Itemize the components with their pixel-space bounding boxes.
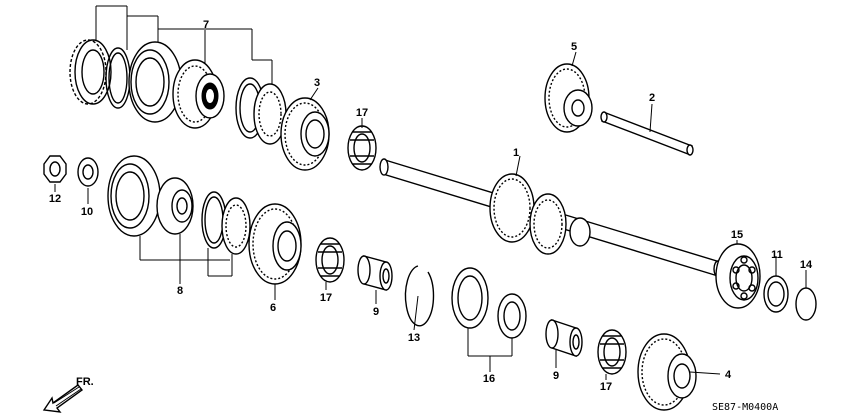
- callout-7: 7: [203, 19, 209, 31]
- leader-lines: [54, 30, 807, 380]
- callout-2: 2: [649, 92, 655, 104]
- ring-top-thin: [105, 47, 131, 109]
- callout-4: 4: [725, 369, 732, 381]
- needle-bearing-17-lower: [597, 329, 627, 375]
- ball-bearing-part-15: [715, 243, 761, 309]
- callout-5: 5: [571, 41, 577, 53]
- collar-part-9-middle: [357, 255, 393, 291]
- callout-11: 11: [771, 249, 783, 261]
- callout-9-middle: 9: [373, 306, 379, 318]
- bracket-group-7: [95, 5, 273, 88]
- collar-part-9-lower: [545, 319, 583, 357]
- needle-bearing-17-middle: [315, 237, 345, 283]
- gear-part-6: [248, 203, 302, 285]
- callout-13: 13: [408, 332, 420, 344]
- locknut-part-12: [43, 155, 67, 183]
- callout-14: 14: [800, 259, 813, 271]
- washer-part-11: [763, 275, 789, 313]
- washer-part-10: [77, 157, 99, 187]
- needle-bearing-17-top: [347, 125, 377, 171]
- sleeve-lower: [107, 155, 161, 237]
- snap-ring-part-14: [795, 287, 817, 321]
- callout-12: 12: [49, 193, 61, 205]
- sleeve-part-16: [451, 267, 527, 357]
- callout-17-middle: 17: [320, 292, 332, 304]
- pin-part-2: [600, 111, 694, 156]
- mainshaft-part-1: [379, 158, 723, 278]
- sleeve-top: [128, 41, 182, 123]
- gear-part-4: [637, 333, 697, 411]
- direction-label: FR.: [76, 376, 94, 388]
- callout-8: 8: [177, 285, 183, 297]
- synchro-ring-lower: [221, 197, 251, 255]
- gear-part-5: [544, 63, 593, 133]
- synchro-ring-top: [69, 39, 112, 105]
- snap-ring-part-13: [404, 265, 435, 327]
- drawing-code: SE87-M0400A: [712, 402, 778, 413]
- callout-16: 16: [483, 373, 495, 385]
- callout-10: 10: [81, 206, 93, 218]
- callout-15: 15: [731, 229, 743, 241]
- gear-part-3: [280, 97, 330, 171]
- bracket-group-8: [139, 234, 233, 277]
- hub-gear-top: [172, 59, 225, 129]
- callout-9-lower: 9: [553, 370, 559, 382]
- callout-1: 1: [513, 147, 519, 159]
- callout-17-lower: 17: [600, 381, 612, 393]
- hub-lower: [156, 177, 194, 235]
- front-direction-arrow: [42, 384, 84, 413]
- callout-17-top: 17: [356, 107, 368, 119]
- callout-3: 3: [314, 77, 320, 89]
- callout-6: 6: [270, 302, 276, 314]
